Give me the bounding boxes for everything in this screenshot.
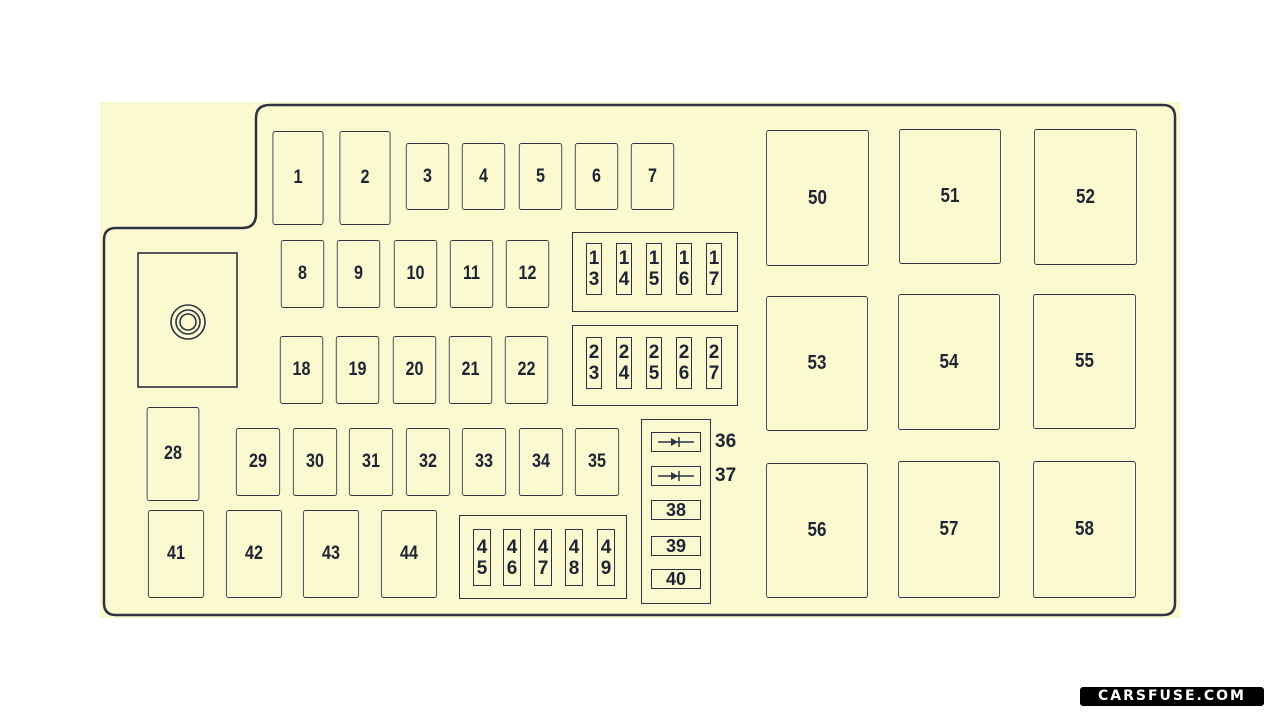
fuse-label: 15 xyxy=(648,248,660,290)
fuse-26: 26 xyxy=(676,337,692,389)
fuse-48: 48 xyxy=(565,529,583,586)
fuse-13: 13 xyxy=(586,243,602,295)
fuse-12: 12 xyxy=(505,240,550,308)
fuse-40: 40 xyxy=(651,569,701,589)
diode-group-36-40 xyxy=(641,419,711,604)
fuse-28: 28 xyxy=(146,407,200,501)
mini-fuse-group-23-27 xyxy=(572,325,738,406)
relay-57: 57 xyxy=(898,461,1000,598)
fuse-label: 16 xyxy=(678,248,690,290)
fuse-label: 48 xyxy=(568,536,580,579)
fuse-29: 29 xyxy=(235,428,281,496)
diode-icon xyxy=(658,471,694,481)
fuse-47: 47 xyxy=(534,529,552,586)
fuse-4: 4 xyxy=(461,143,506,210)
diode-37 xyxy=(651,466,701,486)
fuse-22: 22 xyxy=(504,336,549,404)
fuse-label: 26 xyxy=(678,342,690,384)
fuse-46: 46 xyxy=(503,529,521,586)
fuse-6: 6 xyxy=(574,143,619,210)
relay-52: 52 xyxy=(1034,129,1137,265)
fuse-7: 7 xyxy=(630,143,675,210)
fuse-8: 8 xyxy=(280,240,325,308)
relay-50: 50 xyxy=(766,130,869,266)
relay-51: 51 xyxy=(899,129,1001,264)
diode-label-37: 37 xyxy=(715,465,737,486)
fuse-14: 14 xyxy=(616,243,632,295)
fuse-45: 45 xyxy=(473,529,491,586)
fuse-27: 27 xyxy=(706,337,722,389)
fuse-5: 5 xyxy=(518,143,563,210)
fuse-43: 43 xyxy=(302,510,360,598)
fuse-31: 31 xyxy=(348,428,394,496)
fuse-label: 49 xyxy=(600,536,612,579)
fuse-18: 18 xyxy=(279,336,324,404)
fuse-42: 42 xyxy=(225,510,283,598)
fuse-label: 17 xyxy=(708,248,720,290)
bolt-icon xyxy=(170,304,206,340)
mini-fuse-group-45-49 xyxy=(459,515,627,599)
mounting-block xyxy=(137,252,238,388)
fuse-15: 15 xyxy=(646,243,662,295)
fuse-label: 25 xyxy=(648,342,660,384)
fuse-41: 41 xyxy=(147,510,205,598)
mini-fuse-group-13-17 xyxy=(572,232,738,312)
relay-54: 54 xyxy=(898,294,1000,430)
fuse-44: 44 xyxy=(380,510,438,598)
fuse-2: 2 xyxy=(339,131,391,225)
fuse-49: 49 xyxy=(597,529,615,586)
fuse-17: 17 xyxy=(706,243,722,295)
fuse-39: 39 xyxy=(651,536,701,556)
fuse-label: 46 xyxy=(506,536,518,579)
fuse-label: 27 xyxy=(708,342,720,384)
fuse-3: 3 xyxy=(405,143,450,210)
fuse-1: 1 xyxy=(272,131,324,225)
fuse-label: 45 xyxy=(476,536,488,579)
diode-icon xyxy=(658,437,694,447)
fuse-21: 21 xyxy=(448,336,493,404)
fuse-label: 23 xyxy=(588,342,600,384)
fuse-9: 9 xyxy=(336,240,381,308)
diode-36 xyxy=(651,432,701,452)
fuse-34: 34 xyxy=(518,428,564,496)
fuse-25: 25 xyxy=(646,337,662,389)
carsfuse-logo: CARSFUSE.COM xyxy=(1080,687,1264,706)
relay-53: 53 xyxy=(766,296,868,431)
fuse-16: 16 xyxy=(676,243,692,295)
relay-58: 58 xyxy=(1033,461,1136,598)
fuse-35: 35 xyxy=(574,428,620,496)
fuse-38: 38 xyxy=(651,500,701,520)
relay-56: 56 xyxy=(766,463,868,598)
fuse-label: 14 xyxy=(618,248,630,290)
relay-55: 55 xyxy=(1033,294,1136,429)
fuse-20: 20 xyxy=(392,336,437,404)
fuse-24: 24 xyxy=(616,337,632,389)
fuse-19: 19 xyxy=(335,336,380,404)
fuse-30: 30 xyxy=(292,428,338,496)
diode-label-36: 36 xyxy=(715,431,737,452)
fuse-label: 47 xyxy=(537,536,549,579)
fuse-10: 10 xyxy=(393,240,438,308)
fuse-label: 24 xyxy=(618,342,630,384)
fuse-11: 11 xyxy=(449,240,494,308)
fuse-32: 32 xyxy=(405,428,451,496)
fuse-23: 23 xyxy=(586,337,602,389)
fuse-label: 13 xyxy=(588,248,600,290)
fuse-33: 33 xyxy=(461,428,507,496)
